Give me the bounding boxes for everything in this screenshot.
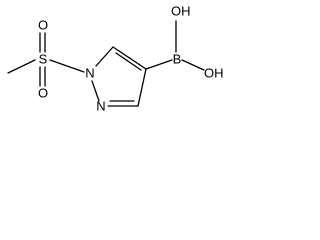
boron-label: B (173, 51, 182, 66)
sulfonyl-oxygen-top-label: O (38, 17, 48, 32)
sulfonyl-oxygen-bottom-label: O (38, 85, 48, 100)
nitrogen-1-label: N (85, 65, 94, 80)
sulfur-label: S (39, 51, 48, 66)
chemical-structure: S O O N N B OH OH (7, 3, 224, 113)
bond-boron-oh-bottom (181, 59, 205, 71)
bond-methyl-sulfur (7, 59, 36, 74)
bonds (7, 20, 205, 107)
bond-c5-c4-a (112, 46, 147, 70)
bond-n1-c5 (95, 46, 114, 67)
bond-c4-boron (145, 59, 173, 70)
bond-c4-c3 (137, 68, 147, 107)
atom-labels: S O O N N B OH OH (38, 3, 224, 113)
hydroxyl-top-label: OH (171, 3, 191, 18)
bond-sulfur-nitrogen (49, 59, 85, 73)
hydroxyl-bottom-label: OH (204, 65, 224, 80)
nitrogen-2-label: N (96, 98, 105, 113)
bond-c5-c4-b (115, 52, 142, 71)
bond-n2-n1 (91, 80, 100, 102)
